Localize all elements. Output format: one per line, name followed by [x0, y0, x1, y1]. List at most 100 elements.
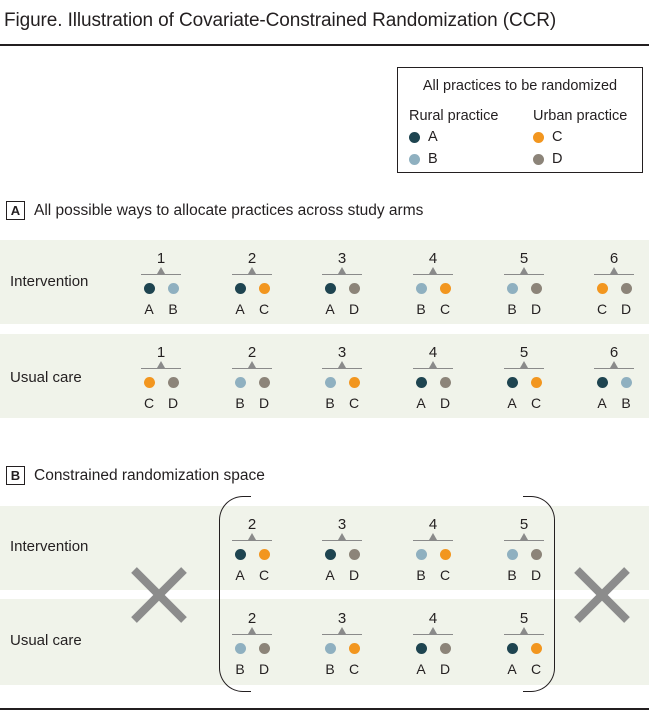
section-b-title: Constrained randomization space	[34, 466, 265, 484]
balance-line	[232, 634, 272, 635]
section-a-heading: A All possible ways to allocate practice…	[6, 201, 423, 220]
practice-dot-icon	[409, 153, 420, 165]
row-label-intervention: Intervention	[10, 273, 89, 290]
legend-urban-header: Urban practice	[533, 108, 628, 124]
legend-item-d: D	[533, 151, 562, 167]
practice-letter: C	[348, 395, 360, 411]
practice-dot-icon	[234, 643, 246, 654]
allocation-number: 2	[247, 610, 257, 627]
practice-letter: D	[258, 661, 270, 677]
practice-letter: B	[507, 301, 517, 317]
practice-dot-icon	[167, 283, 179, 294]
fulcrum-triangle-icon	[429, 533, 437, 540]
practice-dot-icon	[258, 549, 270, 560]
practice-letter: B	[325, 661, 335, 677]
practice-letter: A	[416, 395, 426, 411]
allocation-number: 5	[519, 610, 529, 627]
fulcrum-triangle-icon	[338, 267, 346, 274]
practice-dot-icon	[439, 549, 451, 560]
allocation-number: 5	[519, 250, 529, 267]
balance-line	[413, 634, 453, 635]
practice-letter: A	[144, 301, 154, 317]
section-b-heading: B Constrained randomization space	[6, 466, 265, 485]
practice-dot-icon	[530, 643, 542, 654]
practice-dot-icon	[439, 643, 451, 654]
practice-letter: A	[597, 395, 607, 411]
right-bracket	[523, 496, 555, 692]
practice-dot-icon	[596, 283, 608, 294]
practice-dot-icon	[620, 377, 632, 388]
legend-item-letter: C	[552, 129, 563, 145]
excluded-allocation-6-cross-icon	[574, 567, 630, 623]
allocation-number: 3	[337, 250, 347, 267]
practice-dot-icon	[415, 643, 427, 654]
practice-letter: A	[507, 395, 517, 411]
fulcrum-triangle-icon	[520, 267, 528, 274]
fulcrum-triangle-icon	[338, 627, 346, 634]
fulcrum-triangle-icon	[248, 267, 256, 274]
balance-line	[504, 274, 544, 275]
allocation-number: 1	[156, 344, 166, 361]
section-a-title: All possible ways to allocate practices …	[34, 201, 424, 219]
legend-item-letter: A	[428, 129, 438, 145]
balance-line	[322, 634, 362, 635]
fulcrum-triangle-icon	[338, 361, 346, 368]
allocation-number: 6	[609, 344, 619, 361]
practice-dot-icon	[533, 153, 544, 165]
practice-dot-icon	[506, 643, 518, 654]
balance-line	[594, 368, 634, 369]
fulcrum-triangle-icon	[610, 267, 618, 274]
practice-dot-icon	[258, 283, 270, 294]
practice-dot-icon	[415, 283, 427, 294]
practice-dot-icon	[258, 643, 270, 654]
legend-box: All practices to be randomized Rural pra…	[397, 67, 643, 173]
row-label-usual-care: Usual care	[10, 632, 82, 649]
practice-letter: C	[439, 301, 451, 317]
allocation-number: 5	[519, 516, 529, 533]
allocation-number: 4	[428, 516, 438, 533]
practice-letter: A	[507, 661, 517, 677]
practice-letter: A	[325, 301, 335, 317]
practice-letter: C	[258, 567, 270, 583]
allocation-number: 4	[428, 610, 438, 627]
bottom-rule	[0, 708, 649, 710]
practice-dot-icon	[409, 131, 420, 143]
practice-letter: C	[348, 661, 360, 677]
practice-dot-icon	[348, 643, 360, 654]
practice-letter: B	[168, 301, 178, 317]
balance-line	[413, 368, 453, 369]
allocation-number: 2	[247, 250, 257, 267]
practice-letter: D	[258, 395, 270, 411]
fulcrum-triangle-icon	[429, 361, 437, 368]
balance-line	[504, 540, 544, 541]
practice-letter: C	[596, 301, 608, 317]
practice-letter: D	[439, 395, 451, 411]
practice-letter: C	[258, 301, 270, 317]
practice-dot-icon	[234, 377, 246, 388]
practice-dot-icon	[143, 283, 155, 294]
practice-dot-icon	[234, 549, 246, 560]
legend-item-b: B	[409, 151, 438, 167]
legend-item-letter: D	[552, 151, 563, 167]
legend-rural-header: Rural practice	[409, 108, 499, 124]
practice-dot-icon	[620, 283, 632, 294]
practice-letter: A	[235, 301, 245, 317]
balance-line	[322, 274, 362, 275]
legend-title: All practices to be randomized	[422, 78, 618, 94]
balance-line	[232, 540, 272, 541]
excluded-allocation-1-cross-icon	[131, 567, 187, 623]
practice-dot-icon	[530, 283, 542, 294]
allocation-number: 3	[337, 344, 347, 361]
allocation-number: 3	[337, 516, 347, 533]
allocation-number: 2	[247, 344, 257, 361]
